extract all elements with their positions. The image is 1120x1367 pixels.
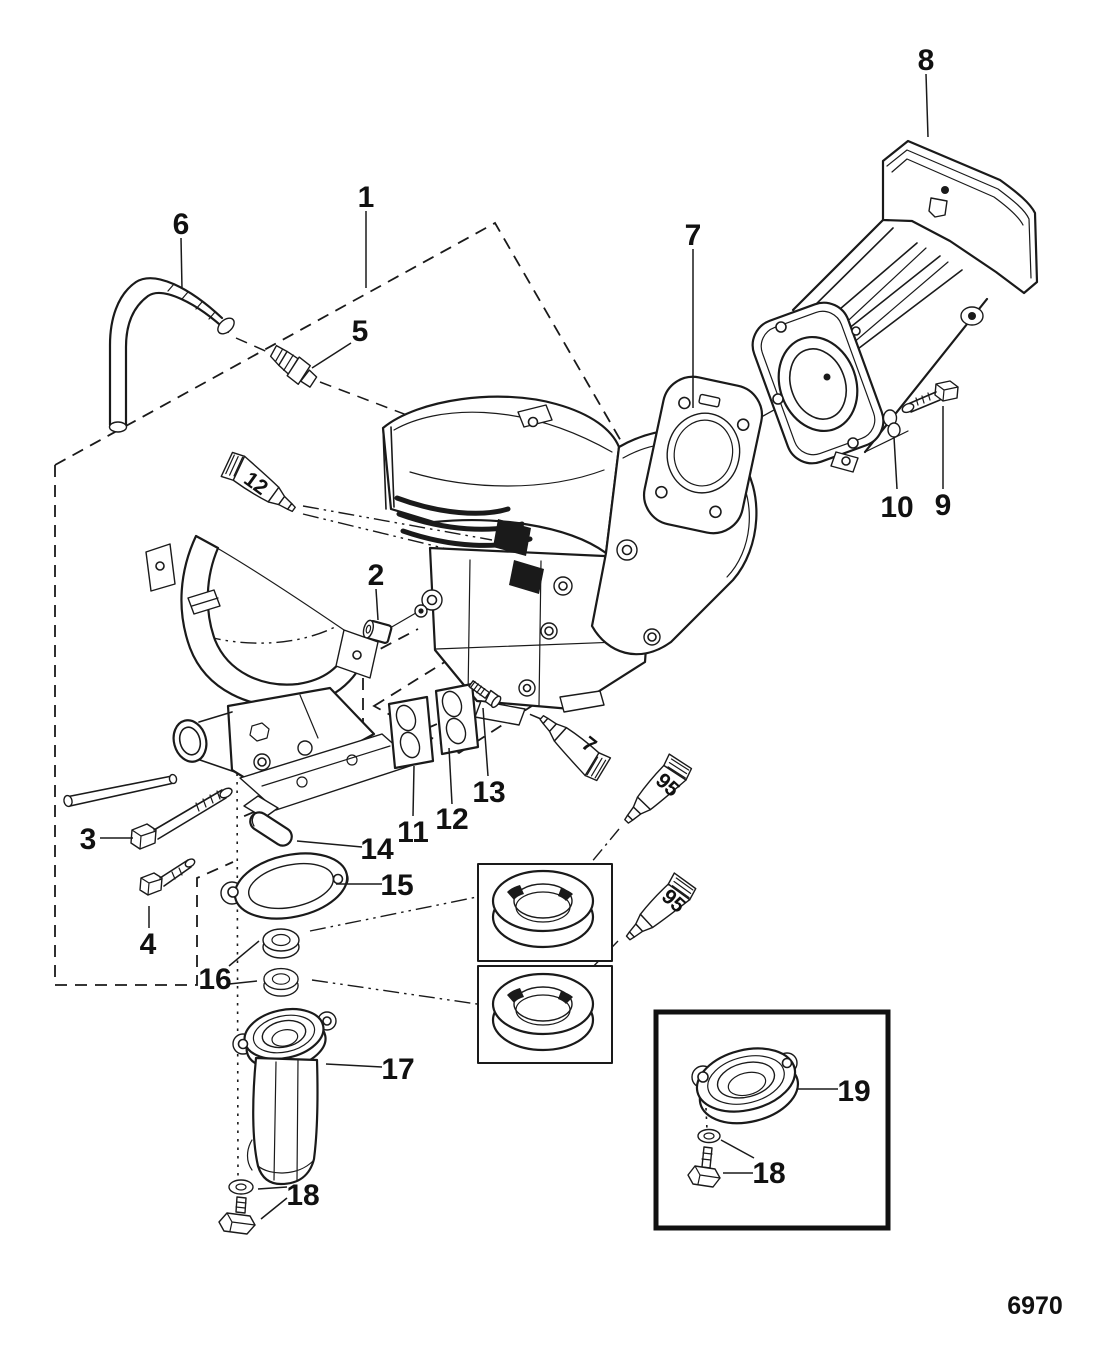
callout-label-4: 4 [140,928,157,961]
callout-leader-line [296,840,363,848]
callout-label-17: 17 [381,1053,414,1086]
callout-leader-line [228,980,258,985]
part-3-bolt [130,787,233,850]
part-13-screw [468,680,502,709]
callout-leader-line [228,940,260,967]
sealant-tube-95-lower [616,868,700,949]
callout-label-1: 1 [358,181,375,214]
callout-leader-line [720,1139,755,1159]
callout-label-18: 18 [286,1179,319,1212]
part-17-tube-guide [232,1007,337,1186]
part-7-gasket [642,375,764,535]
sealant-tube-7 [531,704,615,785]
cradle-bracket [145,534,379,708]
part-8-exhaust-adapter-housing [751,139,1039,473]
part-15-gasket [220,852,349,920]
inset-box [653,1009,891,1231]
part-10-washer [882,409,901,438]
bearing-box-upper [477,863,613,962]
callout-leader-line [260,1197,288,1220]
callout-leader-line [257,1186,288,1190]
part-9-bolt [901,380,959,414]
callout-leader-line [482,707,489,777]
callout-label-5: 5 [352,315,369,348]
callout-leader-line [311,342,352,369]
part-16-seal-rings [262,928,300,997]
callout-leader-line [448,747,453,805]
pump-assembly [172,686,417,819]
callout-leader-line [925,73,929,138]
callout-label-8: 8 [918,44,935,77]
bearing-box-lower [477,965,613,1064]
callout-label-19: 19 [837,1075,870,1108]
callout-label-13: 13 [472,776,505,809]
callout-label-11: 11 [397,816,429,849]
part-6-hose [108,277,235,433]
callout-label-6: 6 [173,208,190,241]
callout-label-16: 16 [198,963,231,996]
part-18-washer-bolt [218,1179,256,1235]
part-4-bolt [139,858,196,896]
callout-label-18: 18 [752,1157,785,1190]
part-5-fitting [269,344,318,388]
callout-leader-line [412,765,415,817]
part-14-pin [249,811,293,847]
long-stud [63,773,178,808]
callout-label-9: 9 [935,489,952,522]
part-12-gasket [434,682,480,756]
part-11-gasket [387,695,435,770]
callout-leader-line [325,1063,383,1068]
callout-leader-line [893,436,898,490]
figure-number: 6970 [1007,1292,1063,1320]
callout-label-10: 10 [880,491,913,524]
callout-leader-line [180,237,183,290]
callout-label-2: 2 [368,559,385,592]
callout-label-14: 14 [360,833,394,866]
callout-leader-line [375,588,379,621]
part-19-flange-adapter [691,1047,800,1125]
callout-label-15: 15 [380,869,413,902]
part-18-washer-bolt-inset [687,1128,721,1188]
callout-label-3: 3 [80,823,97,856]
callout-label-12: 12 [435,803,468,836]
part-1-driveshaft-housing [381,395,758,726]
sealant-tube-95-upper [614,749,696,832]
callout-label-7: 7 [685,219,702,252]
part-2-bushing [362,619,393,644]
